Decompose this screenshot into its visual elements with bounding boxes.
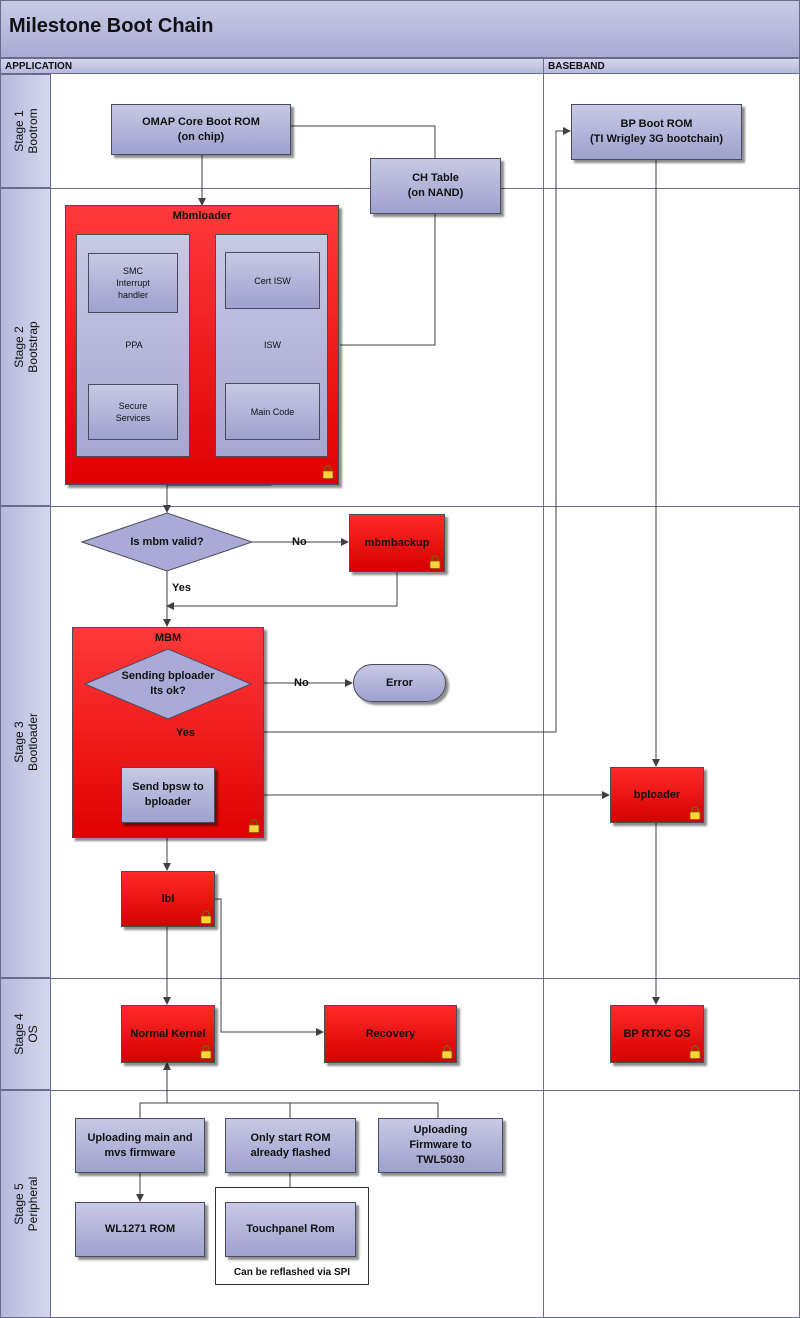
omap-boot-rom-node: OMAP Core Boot ROM(on chip) [111, 104, 291, 155]
touchpanel-rom-node: Touchpanel Rom [225, 1202, 356, 1257]
page-title: Milestone Boot Chain [9, 15, 214, 37]
edge-lbl-recovery [215, 898, 324, 1036]
bp-boot-rom-node: BP Boot ROM(TI Wrigley 3G bootchain) [571, 104, 742, 160]
lock-icon [689, 806, 701, 820]
pool-header-baseband: BASEBAND [543, 58, 800, 74]
edge-ch-isw [340, 214, 436, 346]
lane-separator [51, 978, 800, 979]
ch-table-node: CH Table(on NAND) [370, 158, 501, 214]
decision-mbm-valid-text: Is mbm valid? [130, 535, 204, 548]
bploader-node: bploader [610, 767, 704, 823]
lock-icon [200, 1045, 212, 1059]
ppa-label: PPA [125, 340, 143, 350]
edge-omap-ch [291, 125, 436, 158]
pool-divider [543, 74, 544, 1318]
recovery-node: Recovery [324, 1005, 457, 1063]
decision-mbm-valid-shape [80, 512, 254, 572]
edge-label-no: No [292, 536, 307, 548]
lane-separator [51, 506, 800, 507]
mbmbackup-node: mbmbackup [349, 514, 445, 572]
pool-header-application: APPLICATION [0, 58, 544, 74]
lane-separator [51, 1090, 800, 1091]
lock-icon [322, 465, 334, 479]
edge-label-no: No [294, 677, 309, 689]
edge-sending-bprom [264, 127, 571, 733]
edge-peripheral-kernel [139, 1063, 439, 1118]
pool-label-application: APPLICATION [5, 61, 73, 72]
lock-icon [689, 1045, 701, 1059]
main-code-node: Main Code [225, 383, 320, 440]
lock-icon [429, 555, 441, 569]
isw-label: ISW [264, 340, 281, 350]
normal-kernel-node: Normal Kernel [121, 1005, 215, 1063]
edge-label-yes: Yes [176, 727, 195, 739]
decision-mbm-valid: Is mbm valid? [82, 513, 252, 571]
edge-label-yes: Yes [172, 582, 191, 594]
wl1271-rom-node: WL1271 ROM [75, 1202, 205, 1257]
reflash-note: Can be reflashed via SPI [233, 1267, 351, 1278]
title-bar: Milestone Boot Chain [0, 0, 800, 58]
edge-backup-merge [166, 572, 398, 610]
lock-icon [248, 819, 260, 833]
mbm-title: MBM [154, 632, 182, 644]
lock-icon [441, 1045, 453, 1059]
mbmloader-title: Mbmloader [172, 210, 232, 222]
error-terminator: Error [353, 664, 446, 702]
lock-icon [200, 910, 212, 924]
cert-isw-node: Cert ISW [225, 252, 320, 309]
bp-rtxc-os-node: BP RTXC OS [610, 1005, 704, 1063]
decision-sending-shape [84, 648, 252, 720]
pool-label-baseband: BASEBAND [548, 61, 605, 72]
lbl-node: lbl [121, 871, 215, 927]
